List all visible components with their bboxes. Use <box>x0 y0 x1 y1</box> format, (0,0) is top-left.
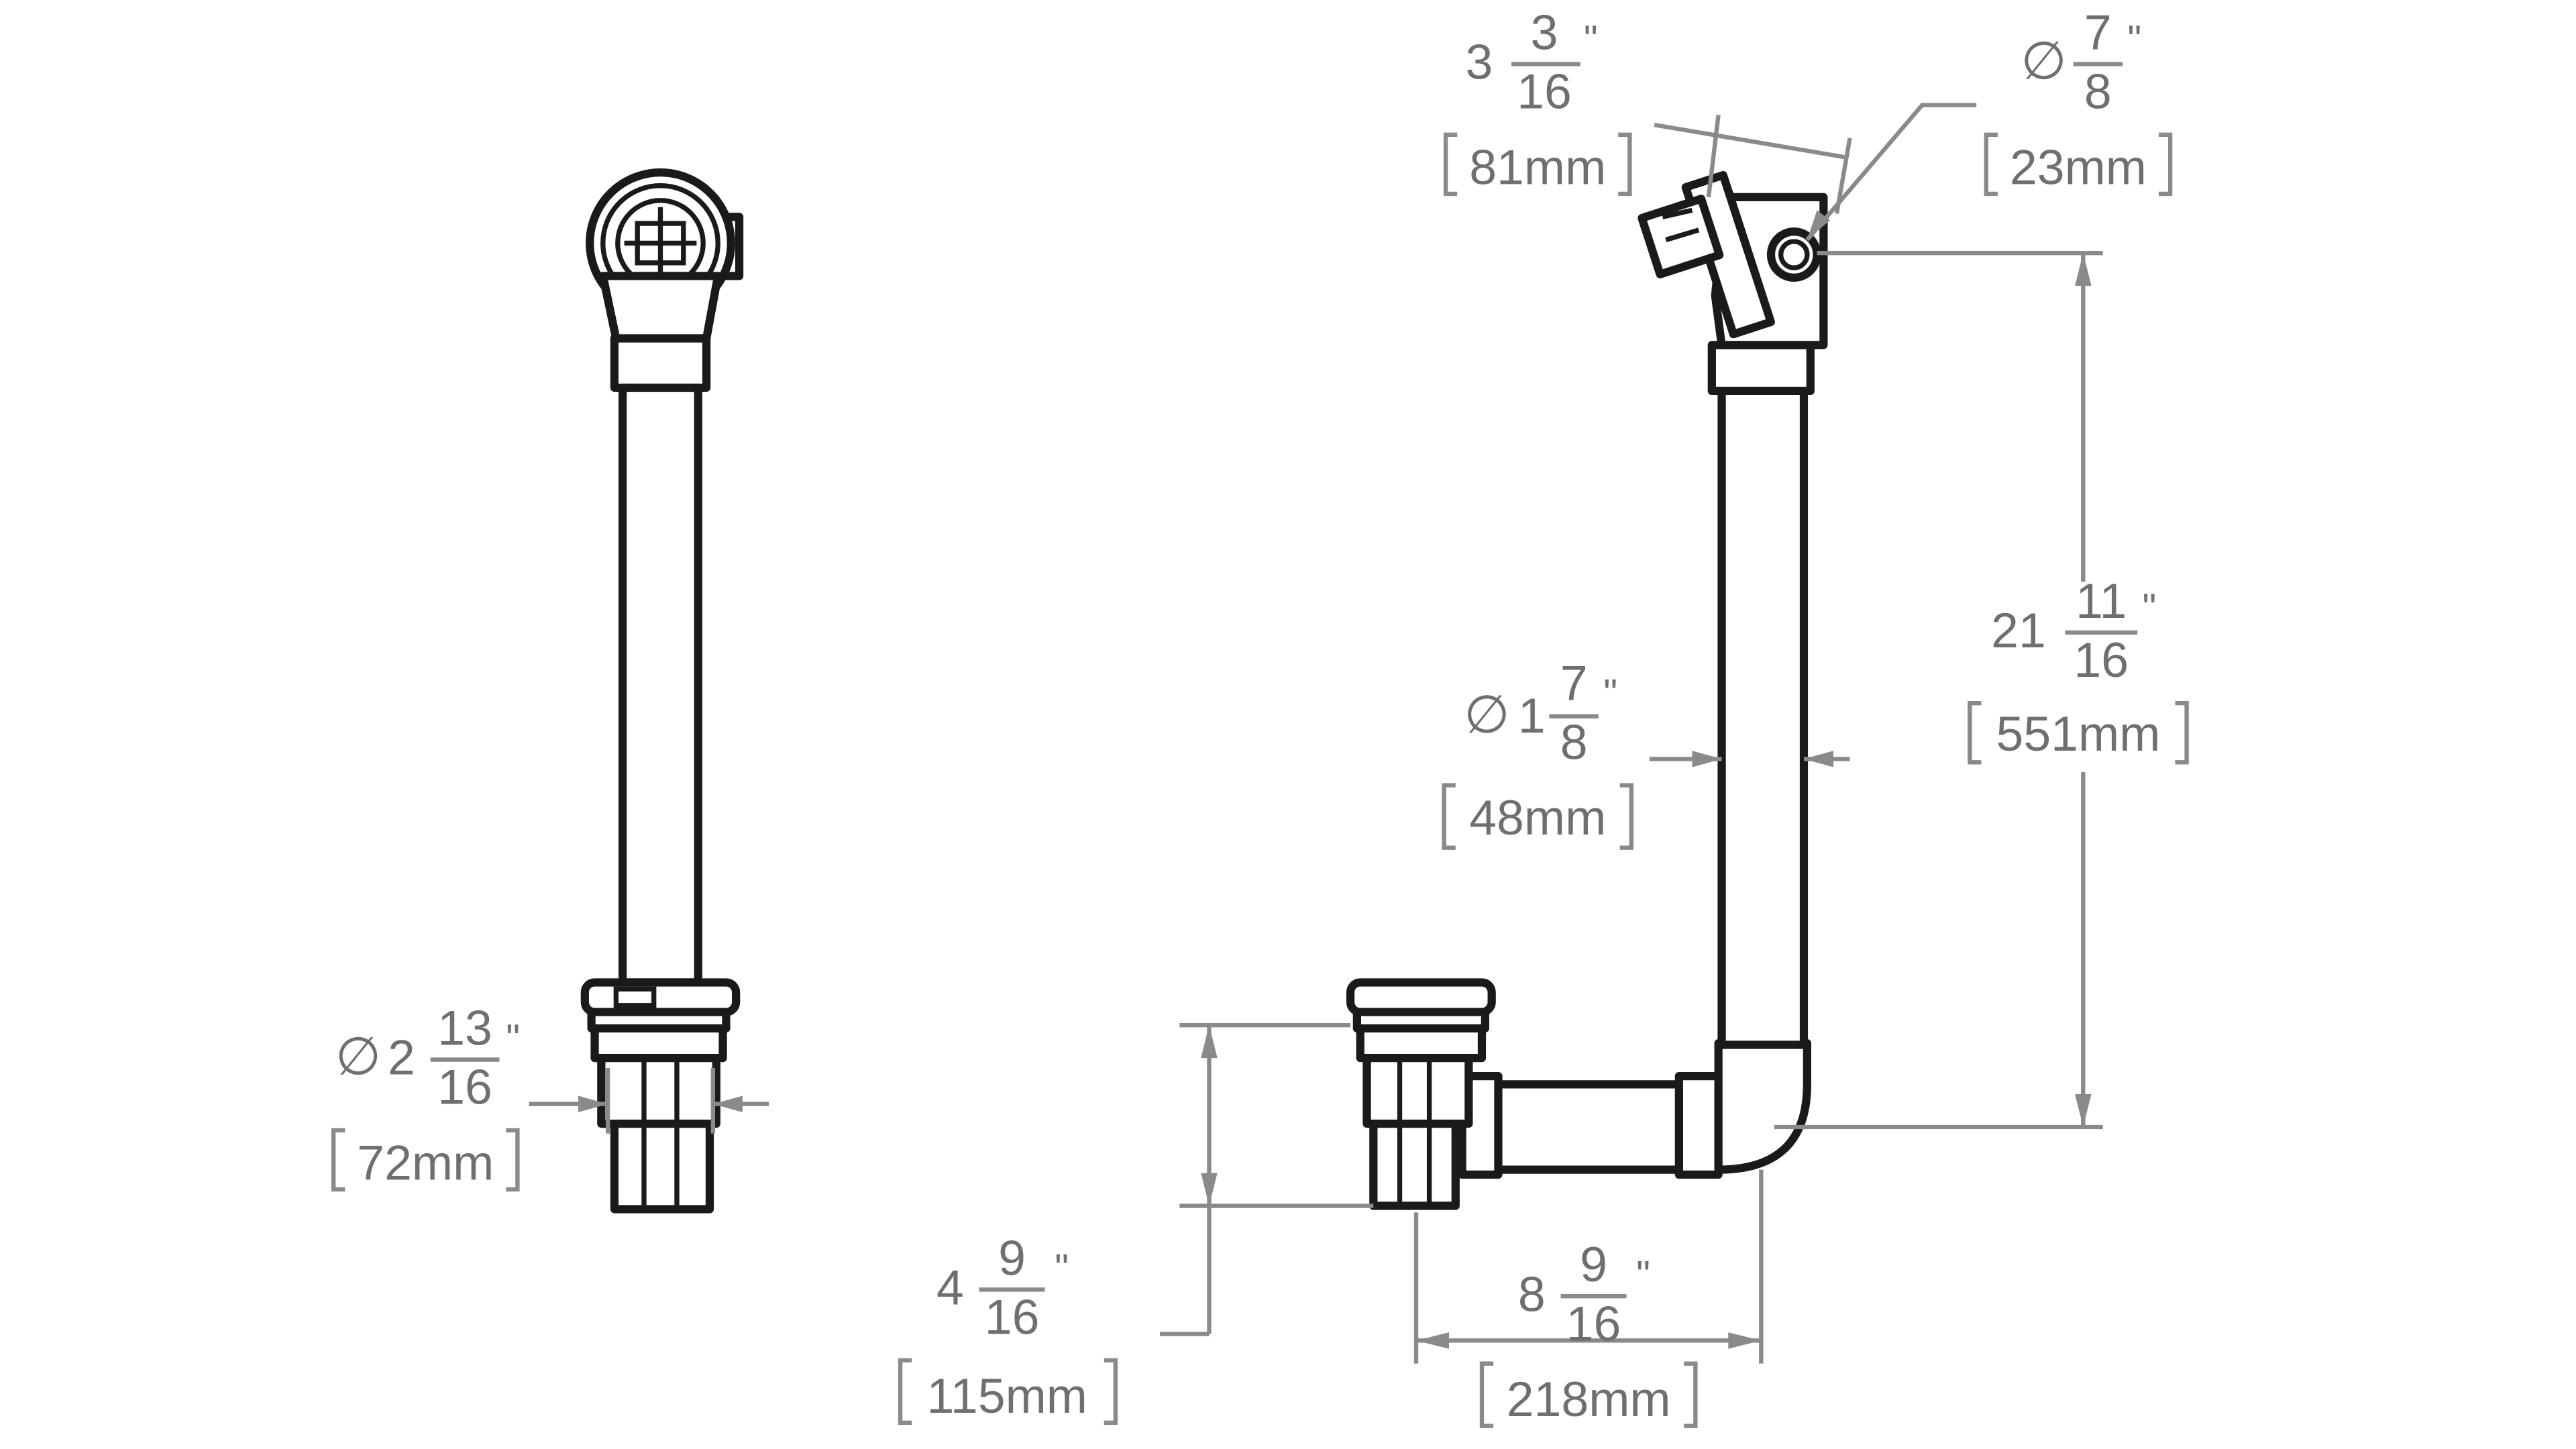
denominator: 8 <box>1560 714 1588 769</box>
unit: " <box>2127 17 2141 61</box>
unit: " <box>1636 1253 1650 1297</box>
whole-number: 21 <box>1991 602 2046 658</box>
numerator: 11 <box>2076 573 2127 629</box>
front-elbow <box>598 272 722 343</box>
front-view <box>580 168 744 1214</box>
denominator: 16 <box>1566 1295 1621 1351</box>
unit: " <box>1603 672 1617 715</box>
metric-value: 551mm <box>1996 706 2160 761</box>
diameter-symbol: ∅ <box>1464 685 1509 744</box>
unit: " <box>1584 17 1598 61</box>
unit: " <box>2142 586 2156 630</box>
whole-number: 1 <box>1518 688 1546 743</box>
diameter-symbol: ∅ <box>335 1027 381 1086</box>
side-vertical-pipe <box>1717 383 1809 1049</box>
side-pipe-coupling <box>1674 1071 1723 1179</box>
dimension-lines <box>529 103 2103 1364</box>
metric-value: 218mm <box>1507 1371 1671 1427</box>
label-drain-height: 4 9 16 " 115mm <box>898 1230 1118 1425</box>
numerator: 7 <box>2084 4 2112 60</box>
numerator: 3 <box>1531 4 1558 60</box>
side-bottom-elbow <box>1714 1038 1811 1174</box>
front-drain-body <box>580 978 741 1214</box>
whole-number: 2 <box>388 1030 415 1085</box>
denominator: 16 <box>985 1289 1040 1345</box>
numerator: 7 <box>1560 655 1588 710</box>
unit: " <box>506 1016 520 1060</box>
numerator: 9 <box>1580 1236 1607 1292</box>
denominator: 16 <box>1517 64 1572 119</box>
denominator: 16 <box>2074 632 2129 688</box>
label-overflow-hole-diameter: ∅ 7 8 " 23mm <box>1984 4 2173 197</box>
side-horizontal-pipe <box>1491 1080 1688 1174</box>
label-overall-height: 21 11 16 " 551mm <box>1968 573 2189 765</box>
side-view <box>1346 170 1828 1210</box>
diameter-symbol: ∅ <box>2021 32 2066 91</box>
side-drain-body <box>1346 978 1496 1210</box>
label-overflow-elbow-depth: 3 3 16 " 81mm <box>1443 4 1632 197</box>
label-horizontal-run: 8 9 16 " 218mm <box>1479 1236 1698 1428</box>
side-lower-coupling <box>1707 341 1815 395</box>
numerator: 13 <box>437 1000 492 1056</box>
metric-value: 48mm <box>1469 790 1606 845</box>
metric-value: 115mm <box>926 1368 1087 1424</box>
denominator: 8 <box>2084 64 2112 119</box>
metric-value: 81mm <box>1469 139 1606 195</box>
whole-number: 4 <box>936 1259 964 1315</box>
front-pipe <box>619 383 702 987</box>
front-coupling-top <box>610 334 711 392</box>
label-drain-diameter: ∅ 2 13 16 " 72mm <box>331 1000 520 1192</box>
metric-value: 23mm <box>2010 139 2147 195</box>
side-overflow-assembly <box>1638 170 1828 350</box>
numerator: 9 <box>998 1230 1026 1285</box>
unit: " <box>1055 1246 1069 1290</box>
whole-number: 3 <box>1465 34 1493 90</box>
metric-value: 72mm <box>357 1134 494 1190</box>
whole-number: 8 <box>1518 1266 1546 1322</box>
label-pipe-diameter: ∅ 1 7 8 " 48mm <box>1442 655 1634 850</box>
denominator: 16 <box>437 1059 492 1115</box>
